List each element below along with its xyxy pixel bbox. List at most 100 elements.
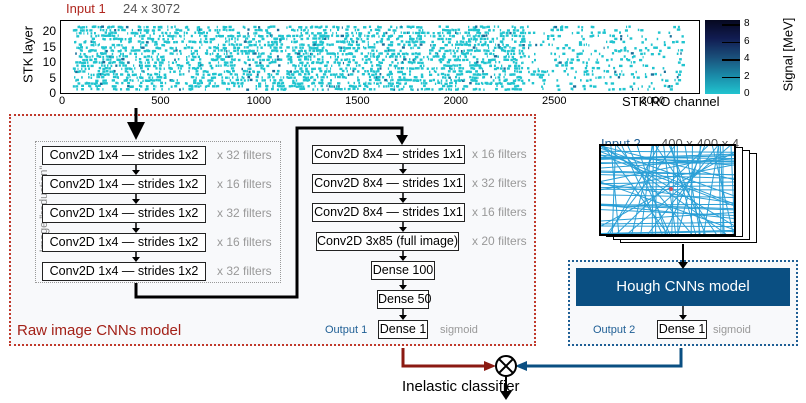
hit-cell [424, 34, 426, 37]
hit-cell [306, 31, 308, 35]
hit-cell [179, 34, 181, 38]
hit-cell [555, 58, 557, 61]
hit-cell [326, 34, 330, 38]
hit-cell [240, 49, 244, 53]
hit-cell [254, 32, 258, 35]
hit-cell [354, 29, 357, 32]
hit-cell [602, 31, 606, 34]
hit-cell [254, 61, 258, 64]
hit-cell [355, 64, 358, 67]
hit-cell [227, 82, 230, 85]
hit-cell [409, 58, 411, 61]
hit-cell [187, 61, 190, 64]
hit-cell [633, 76, 635, 79]
hit-cell [639, 49, 643, 52]
hit-cell [269, 25, 273, 28]
hit-cell [97, 73, 101, 76]
hit-cell [266, 85, 268, 88]
hit-cell [299, 87, 303, 91]
hit-cell [271, 35, 273, 38]
hit-cell [163, 40, 166, 43]
hit-cell [581, 35, 583, 38]
hit-cell [286, 37, 288, 41]
hit-cell [365, 81, 367, 84]
colorbar-tick [722, 24, 740, 26]
hit-cell [317, 88, 319, 91]
hit-cell [597, 34, 599, 37]
hit-cell [176, 28, 179, 31]
hit-cell [258, 52, 260, 55]
hit-cell [486, 55, 488, 58]
hit-cell [304, 78, 308, 82]
hit-cell [203, 40, 206, 43]
hit-cell [457, 28, 461, 31]
hit-cell [322, 46, 325, 49]
hit-cell [200, 84, 202, 88]
hit-cell [445, 49, 449, 53]
hit-cell [661, 78, 664, 82]
hit-cell [417, 61, 420, 64]
hit-cell [227, 70, 231, 74]
hit-cell [85, 55, 89, 59]
hit-cell [443, 76, 445, 79]
hit-cell [418, 67, 420, 70]
hit-cell [397, 61, 399, 65]
hit-cell [200, 81, 203, 85]
hit-cell [171, 61, 175, 64]
hit-cell [512, 29, 516, 32]
hit-cell [414, 40, 419, 43]
hit-cell [308, 64, 310, 68]
hit-cell [419, 43, 423, 46]
hit-cell [556, 79, 559, 82]
hit-cell [504, 70, 506, 73]
hit-cell [249, 78, 253, 82]
hit-cell [609, 88, 611, 91]
hit-cell [135, 32, 139, 35]
hit-cell [345, 28, 349, 31]
hit-cell [493, 55, 498, 58]
hit-cell [263, 43, 266, 47]
hit-cell [84, 40, 87, 43]
hit-cell [300, 34, 304, 37]
y-tick-label: 10 [42, 55, 56, 70]
hit-cell [296, 29, 299, 32]
hit-cell [219, 73, 223, 76]
hit-cell [271, 43, 274, 47]
hit-cell [373, 88, 376, 91]
hit-cell [397, 43, 401, 46]
hit-cell [221, 82, 224, 85]
hit-cell [514, 85, 516, 88]
reduction-group [35, 141, 281, 283]
hit-cell [475, 40, 477, 43]
hit-cell [433, 67, 435, 70]
hit-cell [577, 25, 580, 29]
hit-cell [97, 44, 99, 47]
track-line [601, 157, 734, 163]
hit-cell [629, 37, 633, 40]
hit-cell [363, 82, 367, 85]
hit-cell [216, 25, 218, 29]
hit-cell [331, 64, 333, 67]
hit-cell [272, 43, 275, 46]
hit-cell [414, 44, 417, 47]
hit-cell [489, 52, 491, 55]
hit-cell [104, 34, 108, 37]
hit-cell [293, 29, 296, 32]
hit-cell [280, 76, 282, 79]
hit-cell [537, 67, 539, 71]
hit-cell [396, 37, 398, 41]
hit-cell [536, 73, 540, 76]
hit-cell [180, 35, 182, 38]
hit-cell [278, 85, 281, 88]
hit-cell [420, 40, 424, 44]
hit-cell [90, 35, 93, 38]
hit-cell [117, 43, 121, 47]
hit-cell [368, 31, 371, 34]
hit-cell [124, 49, 127, 52]
hit-cell [510, 49, 513, 52]
hit-cell [176, 64, 179, 67]
hit-cell [305, 76, 308, 79]
hit-cell [622, 73, 625, 76]
hit-cell [401, 46, 405, 49]
hit-cell [398, 79, 401, 82]
